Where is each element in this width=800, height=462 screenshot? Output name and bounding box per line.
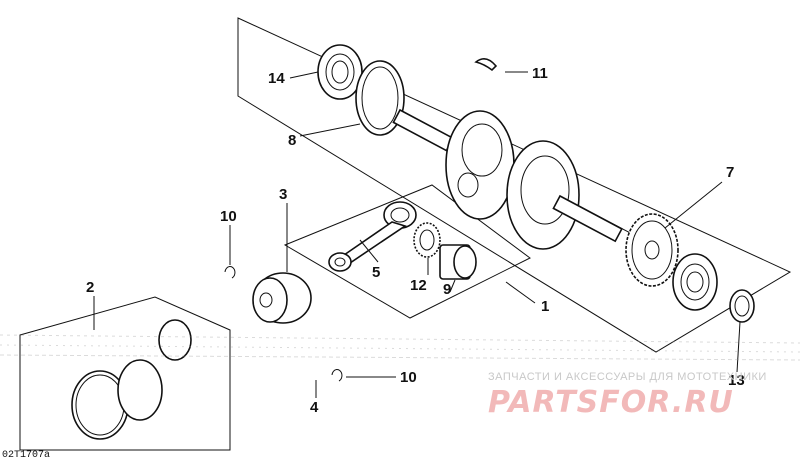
callout-labels: 14 11 8 3 7 10 5 12 9 2 1 13 10 4 bbox=[86, 65, 745, 416]
callout-2: 2 bbox=[86, 279, 94, 296]
callout-14: 14 bbox=[268, 70, 285, 87]
crankshaft-left-half[interactable] bbox=[392, 108, 515, 220]
callout-7: 7 bbox=[726, 164, 734, 181]
callout-9: 9 bbox=[443, 281, 451, 298]
crankshaft-right-half[interactable] bbox=[506, 140, 623, 250]
callout-3: 3 bbox=[279, 186, 287, 203]
callout-1: 1 bbox=[541, 298, 549, 315]
scan-noise-band bbox=[0, 334, 800, 361]
drawing-reference-code: 02T1707a bbox=[2, 450, 50, 461]
circlip-10-lower[interactable] bbox=[331, 369, 343, 382]
woodruff-key-11[interactable] bbox=[474, 58, 498, 72]
oil-seal-13[interactable] bbox=[729, 289, 755, 323]
callout-8: 8 bbox=[288, 132, 296, 149]
bearing-right[interactable] bbox=[672, 253, 718, 311]
leader-lines bbox=[93, 71, 741, 398]
callout-10-lower: 10 bbox=[400, 369, 417, 386]
connecting-rod-5[interactable] bbox=[328, 201, 417, 272]
callout-10-upper: 10 bbox=[220, 208, 237, 225]
crankshaft-assembly-frame bbox=[237, 17, 792, 353]
callout-13: 13 bbox=[728, 372, 745, 389]
callout-4: 4 bbox=[310, 399, 319, 416]
piston-pin-9[interactable] bbox=[439, 244, 477, 280]
watermark-brand: PARTSFOR.RU bbox=[488, 385, 734, 420]
callout-12: 12 bbox=[410, 277, 427, 294]
piston-3[interactable] bbox=[252, 272, 312, 324]
bearing-14[interactable] bbox=[317, 44, 363, 100]
needle-bearing-12[interactable] bbox=[413, 222, 441, 258]
callout-11: 11 bbox=[532, 65, 548, 82]
watermark-subtitle: ЗАПЧАСТИ И АКСЕССУАРЫ ДЛЯ МОТОТЕХНИКИ bbox=[488, 371, 767, 383]
connecting-rod-frame bbox=[283, 184, 531, 319]
circlip-10-upper[interactable] bbox=[224, 266, 236, 279]
seal-ring-8[interactable] bbox=[355, 60, 405, 136]
piston-rings-2[interactable] bbox=[71, 319, 192, 440]
gear-7[interactable] bbox=[625, 213, 679, 287]
piston-group-frame bbox=[19, 296, 231, 451]
callout-5: 5 bbox=[372, 264, 380, 281]
